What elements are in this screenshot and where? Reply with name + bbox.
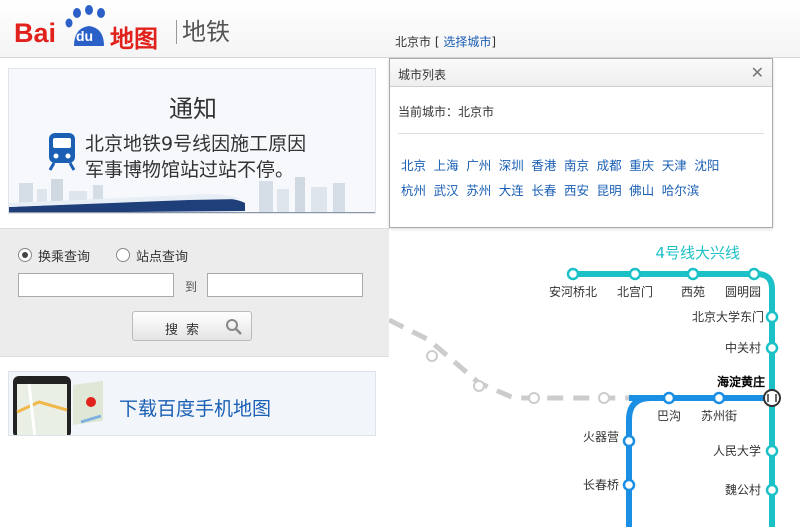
- city-row-2: 杭州 武汉 苏州 大连 长春 西安 昆明 佛山 哈尔滨: [401, 180, 771, 205]
- transfer-icon[interactable]: [763, 389, 781, 407]
- station-label-renmin-daxue[interactable]: 人民大学: [713, 443, 761, 458]
- notice-title: 通知: [169, 95, 217, 123]
- station-label-anhe-qiaobei[interactable]: 安河桥北: [549, 284, 597, 299]
- city-grid: 北京 上海 广州 深圳 香港 南京 成都 重庆 天津 沈阳 杭州 武汉 苏州 大…: [401, 155, 771, 205]
- station-marker[interactable]: [765, 310, 779, 324]
- station-marker[interactable]: [622, 478, 636, 492]
- download-app-text: 下载百度手机地图: [119, 398, 272, 420]
- close-icon[interactable]: ✕: [750, 63, 764, 82]
- city-link-changchun[interactable]: 长春: [531, 183, 557, 198]
- notice-line-1: 北京地铁9号线因施工原因: [85, 133, 307, 155]
- product-subtitle: 地铁: [182, 18, 230, 46]
- logo-du: du: [76, 28, 94, 44]
- train-icon: [48, 133, 76, 171]
- station-marker[interactable]: [622, 434, 636, 448]
- city-link-tianjin[interactable]: 天津: [661, 158, 687, 173]
- station-label-bagou[interactable]: 巴沟: [657, 409, 681, 423]
- transfer-icon-mark: [767, 394, 777, 402]
- city-link-hongkong[interactable]: 香港: [531, 158, 557, 173]
- city-link-foshan[interactable]: 佛山: [629, 183, 655, 198]
- radio-dot-icon: [18, 248, 32, 262]
- city-link-shenyang[interactable]: 沈阳: [694, 158, 720, 173]
- radio-transfer-query[interactable]: 换乘查询: [18, 247, 91, 265]
- subway-map-canvas[interactable]: 4号线大兴线 安河桥北 北宫门 西苑 圆明园 北京大学东门 中关村 海淀黄庄 巴…: [389, 58, 800, 527]
- current-city-label: 当前城市：北京市: [398, 105, 495, 119]
- radio-station-label: 站点查询: [136, 249, 189, 265]
- choose-city-link[interactable]: 选择城市: [443, 35, 492, 49]
- station-marker[interactable]: [712, 391, 726, 405]
- city-link-hangzhou[interactable]: 杭州: [401, 183, 427, 198]
- from-station-input[interactable]: [18, 273, 174, 297]
- planned-station-marker: [473, 380, 485, 392]
- bracket-close: ]: [491, 35, 497, 49]
- station-label-beigongmen[interactable]: 北宫门: [617, 284, 653, 299]
- radio-transfer-label: 换乘查询: [38, 249, 91, 265]
- station-marker[interactable]: [765, 444, 779, 458]
- station-marker[interactable]: [566, 267, 580, 281]
- logo-ditu: 地图: [110, 25, 158, 53]
- city-link-suzhou[interactable]: 苏州: [466, 183, 492, 198]
- city-link-chongqing[interactable]: 重庆: [629, 158, 655, 173]
- download-app-banner[interactable]: 下载百度手机地图: [8, 371, 376, 436]
- station-marker[interactable]: [662, 391, 676, 405]
- notice-banner[interactable]: 通知 北京地铁9号线因施工原因 军事博物馆站过站不停。: [8, 68, 376, 214]
- station-label-weigongcun[interactable]: 魏公村: [725, 482, 761, 497]
- city-link-dalian[interactable]: 大连: [498, 183, 524, 198]
- left-panel: 通知 北京地铁9号线因施工原因 军事博物馆站过站不停。: [0, 58, 389, 527]
- notice-line-2: 军事博物馆站过站不停。: [85, 159, 295, 181]
- city-link-guangzhou[interactable]: 广州: [466, 158, 492, 173]
- planned-station-marker: [426, 350, 438, 362]
- city-link-shanghai[interactable]: 上海: [433, 158, 459, 173]
- city-link-kunming[interactable]: 昆明: [596, 183, 622, 198]
- station-label-xiyuan[interactable]: 西苑: [681, 285, 705, 299]
- search-button[interactable]: 搜索: [132, 311, 252, 341]
- station-marker[interactable]: [765, 483, 779, 497]
- station-marker[interactable]: [747, 267, 761, 281]
- radio-dot-icon: [116, 248, 130, 262]
- planned-station-marker: [598, 392, 610, 404]
- baidu-logo-icon: [65, 5, 105, 46]
- to-station-input[interactable]: [207, 273, 363, 297]
- current-city-name: 北京市: [395, 35, 432, 49]
- station-label-haidian-huangzhuang[interactable]: 海淀黄庄: [717, 374, 765, 389]
- station-label-zhongguancun[interactable]: 中关村: [725, 340, 761, 355]
- city-link-shenzhen[interactable]: 深圳: [498, 158, 524, 173]
- logo-bai: Bai: [14, 18, 57, 48]
- planned-station-marker: [528, 392, 540, 404]
- city-link-harbin[interactable]: 哈尔滨: [661, 183, 700, 198]
- logo-divider: [176, 20, 177, 44]
- station-label-huoqiying[interactable]: 火器营: [583, 430, 619, 444]
- city-link-xian[interactable]: 西安: [563, 183, 589, 198]
- city-link-beijing[interactable]: 北京: [401, 158, 427, 173]
- bracket-open: [: [434, 35, 440, 49]
- station-marker[interactable]: [765, 341, 779, 355]
- to-label: 到: [185, 280, 198, 294]
- station-label-changchunqiao[interactable]: 长春桥: [583, 478, 619, 492]
- popup-divider: [398, 133, 764, 134]
- header: Bai du 地图 地铁 北京市 [ 选择城市]: [0, 0, 800, 58]
- planned-line-path: [389, 317, 739, 401]
- city-link-nanjing[interactable]: 南京: [563, 158, 589, 173]
- search-button-label: 搜索: [165, 323, 208, 338]
- city-list-popup: 城市列表 ✕ 当前城市：北京市 北京 上海 广州 深圳 香港 南京 成都 重庆 …: [389, 58, 773, 228]
- city-popup-title: 城市列表: [390, 59, 772, 87]
- station-label-yuanmingyuan[interactable]: 圆明园: [725, 285, 761, 299]
- station-label-suzhoujie[interactable]: 苏州街: [701, 409, 737, 423]
- radio-station-query[interactable]: 站点查询: [116, 247, 189, 265]
- station-marker[interactable]: [628, 267, 642, 281]
- phone-map-illustration-icon: [13, 376, 103, 435]
- station-marker[interactable]: [686, 267, 700, 281]
- baidu-map-logo[interactable]: Bai du 地图: [14, 4, 174, 53]
- magnifier-icon: [226, 319, 242, 335]
- city-link-wuhan[interactable]: 武汉: [433, 183, 459, 198]
- city-row-1: 北京 上海 广州 深圳 香港 南京 成都 重庆 天津 沈阳: [401, 155, 771, 180]
- current-city-bar: 北京市 [ 选择城市]: [395, 33, 496, 50]
- station-label-pku-east-gate[interactable]: 北京大学东门: [692, 309, 764, 324]
- search-panel: 换乘查询 站点查询 到 搜索: [0, 228, 389, 357]
- line-4-label: 4号线大兴线: [655, 244, 740, 262]
- city-skyline-illustration: [9, 177, 375, 213]
- city-link-chengdu[interactable]: 成都: [596, 158, 622, 173]
